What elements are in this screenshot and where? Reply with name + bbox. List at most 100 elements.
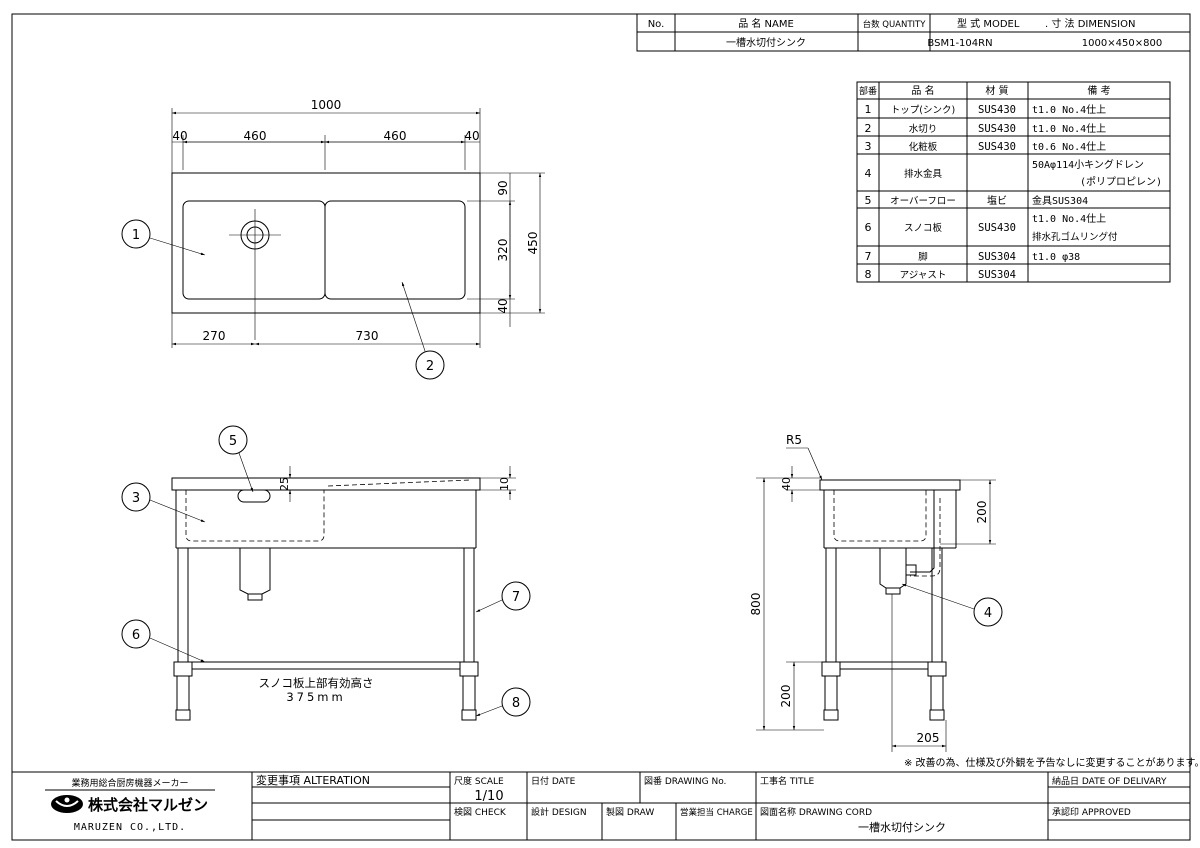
delivery-label: 納品日 DATE OF DELIVARY: [1052, 775, 1167, 787]
maker-label: 業務用総合厨房機器メーカー: [71, 777, 188, 789]
dim-460-right: 460: [384, 129, 407, 143]
callout-5-label: 5: [229, 434, 237, 449]
parts-header-note: 備 考: [1087, 84, 1110, 97]
top-outline: [171, 172, 481, 314]
parts-row-note: 50Aφ114小キングドレン: [1032, 158, 1144, 171]
scale-label: 尺度 SCALE: [454, 775, 504, 787]
title-label: 工事名 TITLE: [760, 775, 815, 787]
drawing-name: 一槽水切付シンク: [858, 821, 946, 834]
front-view: 25 10 5 3 7 6 8 スノコ板上部有効高さ 375mm: [121, 425, 531, 721]
callout-8: [501, 687, 531, 717]
parts-row-no: 8: [865, 268, 872, 281]
drain-fitting: [239, 548, 271, 595]
header-row-dim: 1000×450×800: [1082, 38, 1162, 49]
parts-row-note: t1.0 No.4仕上: [1032, 103, 1106, 116]
parts-row-no: 5: [865, 194, 872, 207]
sheet-border: [11, 13, 1191, 841]
callout-4-label: 4: [984, 606, 992, 621]
parts-row-note: t0.6 No.4仕上: [1032, 140, 1106, 153]
scale-value: 1/10: [474, 789, 503, 804]
callout-1-label: 1: [132, 228, 140, 243]
top-view: 1000 40 460 460 40 90 320 40 450 270 730: [121, 98, 545, 380]
parts-row-material: SUS430: [978, 141, 1016, 153]
header-col-dim: . 寸 法 DIMENSION: [1045, 17, 1135, 30]
parts-row-material: SUS430: [978, 222, 1016, 234]
parts-row-no: 6: [865, 221, 872, 234]
callout-3-label: 3: [132, 491, 140, 506]
parts-row-name: 水切り: [909, 123, 938, 135]
front-top-edge: [171, 477, 481, 491]
parts-row-no: 2: [865, 122, 872, 135]
side-view: R5 40 800 200 200 205 4: [749, 433, 1003, 752]
callout-6-label: 6: [132, 628, 140, 643]
parts-row-material: SUS304: [978, 251, 1016, 263]
parts-row-note: 金具SUS304: [1032, 194, 1088, 207]
callout-6: [121, 619, 151, 649]
callout-4: [973, 597, 1003, 627]
parts-row-material: 塩ビ: [987, 194, 1007, 207]
dim-40-bottom: 40: [496, 298, 510, 313]
title-block: 業務用総合厨房機器メーカー 株式会社マルゼン MARUZEN CO.,LTD. …: [12, 771, 1190, 840]
parts-row-material: SUS430: [978, 104, 1016, 116]
dim-800: 800: [749, 593, 763, 616]
overflow: [237, 489, 271, 503]
header-col-no: No.: [648, 19, 665, 30]
parts-row-material: SUS304: [978, 269, 1016, 281]
design-label: 設計 DESIGN: [531, 806, 587, 818]
sunoko-height-value: 375mm: [286, 690, 345, 704]
parts-row-no: 3: [865, 140, 872, 153]
dim-10: 10: [498, 477, 511, 491]
header-table: No. 品 名 NAME 台数 QUANTITY 型 式 MODEL . 寸 法…: [636, 13, 1191, 52]
callout-7: [501, 581, 531, 611]
parts-row-name: 脚: [918, 252, 928, 263]
parts-row-name: トップ(シンク): [891, 105, 955, 116]
charge-label: 営業担当 CHARGE: [680, 807, 753, 818]
parts-row-no: 7: [865, 250, 872, 263]
date-label: 日付 DATE: [531, 776, 576, 787]
parts-row-note2: (ポリプロピレン): [1080, 176, 1162, 188]
company-name-jp: 株式会社マルゼン: [88, 796, 208, 814]
parts-row-no: 4: [865, 167, 872, 180]
sink-bowl-hidden: [185, 490, 325, 542]
callout-1: [121, 219, 151, 249]
parts-row-note: t1.0 φ38: [1032, 252, 1080, 263]
parts-row-note2: 排水孔ゴムリング付: [1032, 231, 1118, 243]
callout-7-label: 7: [512, 590, 520, 605]
dim-270: 270: [203, 329, 226, 343]
draw-label: 製図 DRAW: [606, 806, 654, 818]
drawing-no-label: 図番 DRAWING No.: [644, 775, 726, 787]
parts-row-name: アジャスト: [900, 270, 947, 281]
dim-730: 730: [356, 329, 379, 343]
dim-40-right: 40: [464, 129, 479, 143]
callout-3: [121, 482, 151, 512]
parts-row-material: SUS430: [978, 123, 1016, 135]
side-top-edge: [819, 479, 961, 491]
dim-320: 320: [496, 239, 510, 262]
parts-row-name: スノコ板: [904, 222, 943, 234]
dim-40-left: 40: [172, 129, 187, 143]
dim-25: 25: [278, 477, 291, 491]
parts-row-name: 化粧板: [909, 141, 938, 153]
notice-text: ※ 改善の為、仕様及び外観を予告なしに変更することがあります。: [904, 756, 1200, 769]
company-name-en: MARUZEN CO.,LTD.: [74, 822, 186, 833]
header-col-qty: 台数 QUANTITY: [863, 19, 927, 30]
callout-8-label: 8: [512, 696, 520, 711]
header-col-model: 型 式 MODEL: [957, 17, 1020, 30]
parts-header-material: 材 質: [985, 84, 1008, 97]
maruzen-logo-icon: [51, 795, 83, 813]
parts-table: 部番 品 名 材 質 備 考 1 トップ(シンク) SUS430 t1.0 No…: [856, 81, 1171, 283]
sunoko-height-label: スノコ板上部有効高さ: [259, 676, 374, 690]
sink-bowl-outline: [182, 200, 326, 300]
dim-205: 205: [917, 731, 940, 745]
header-col-name: 品 名 NAME: [738, 17, 794, 30]
dim-200-bottom: 200: [779, 685, 793, 708]
alteration-label: 変更事項 ALTERATION: [256, 773, 370, 787]
parts-row-no: 1: [865, 103, 872, 116]
dim-200-top: 200: [975, 501, 989, 524]
callout-5: [218, 425, 248, 455]
parts-row-name: 排水金具: [904, 168, 943, 180]
dim-90: 90: [496, 180, 510, 195]
dim-40-side: 40: [780, 477, 793, 491]
dim-1000: 1000: [311, 98, 342, 112]
